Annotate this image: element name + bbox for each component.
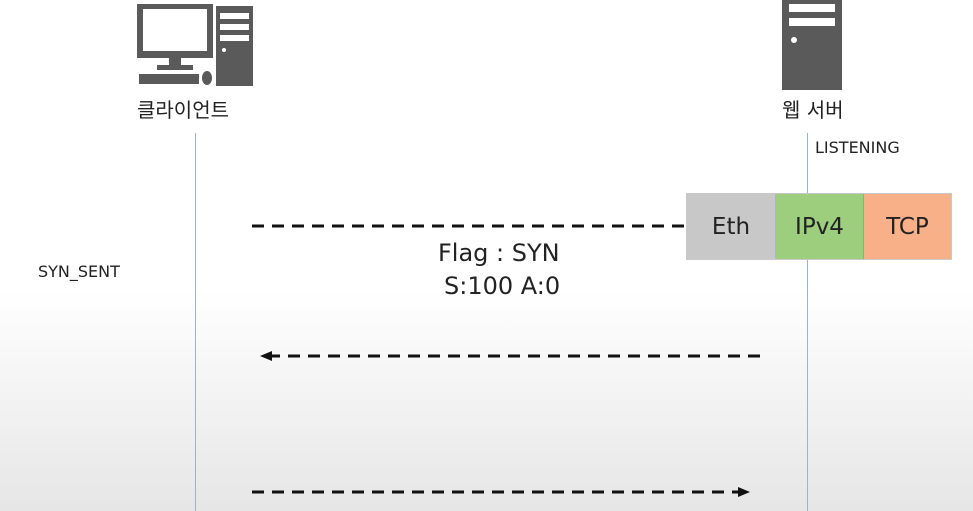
desktop-computer-icon: [137, 4, 253, 86]
packet-layer-ipv4: IPv4: [776, 194, 864, 259]
server-label: 웹 서버: [782, 98, 844, 122]
packet-stack: Eth IPv4 TCP: [686, 193, 952, 260]
server-tower-icon: [782, 0, 842, 90]
client-lifeline: [195, 133, 196, 511]
packet-layer-tcp: TCP: [864, 194, 951, 259]
client-label: 클라이언트: [137, 98, 229, 122]
packet-layer-eth: Eth: [687, 194, 776, 259]
message-seq-text: S:100 A:0: [444, 272, 561, 300]
client-state-label: SYN_SENT: [38, 262, 120, 281]
server-lifeline: [807, 133, 808, 511]
server-state-label: LISTENING: [815, 138, 900, 157]
message-flag-text: Flag : SYN: [438, 239, 560, 267]
